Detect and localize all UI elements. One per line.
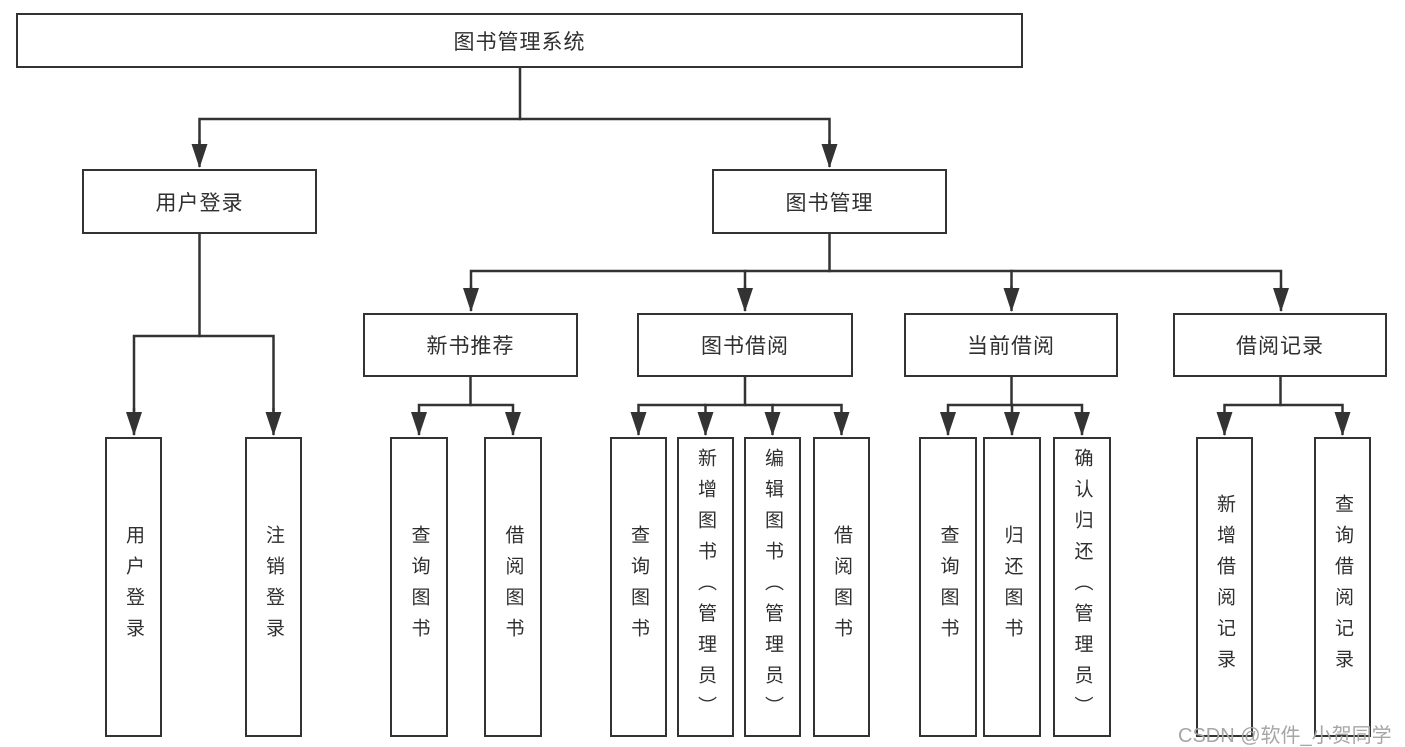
leaf-nbr-borrow-books-label: 借阅图书	[502, 525, 524, 649]
connector-current-borrow-to-leaves	[940, 375, 1090, 436]
connector-book-mgmt-to-level3	[463, 232, 1289, 312]
connector-borrow-record-to-leaves	[1216, 375, 1351, 436]
connector-book-borrow-to-leaves	[630, 375, 850, 436]
node-user-login: 用户登录	[82, 169, 317, 234]
leaf-cb-confirm-return-admin: 确认归还（管理员）	[1053, 437, 1111, 737]
leaf-bb-edit-books-admin-label: 编辑图书（管理员）	[762, 447, 783, 727]
leaf-user-login: 用户登录	[105, 437, 162, 737]
leaf-cb-confirm-return-admin-label: 确认归还（管理员）	[1071, 447, 1093, 727]
leaf-bb-query-books-label: 查询图书	[628, 525, 649, 649]
node-root: 图书管理系统	[16, 13, 1023, 68]
node-book-management: 图书管理	[712, 169, 947, 234]
node-book-borrowing-label: 图书借阅	[701, 335, 789, 358]
node-book-management-label: 图书管理	[785, 191, 874, 215]
leaf-nbr-borrow-books: 借阅图书	[484, 437, 542, 737]
leaf-bb-add-books-admin: 新增图书（管理员）	[677, 437, 734, 737]
leaf-bb-add-books-admin-label: 新增图书（管理员）	[695, 447, 716, 727]
node-book-borrowing: 图书借阅	[637, 313, 853, 377]
node-current-borrowing: 当前借阅	[904, 313, 1118, 377]
leaf-bb-edit-books-admin: 编辑图书（管理员）	[744, 437, 801, 737]
leaf-user-login-label: 用户登录	[123, 525, 144, 649]
connector-new-book-rec-to-leaves	[411, 375, 521, 436]
node-new-book-recommend: 新书推荐	[363, 313, 578, 377]
connector-user-login-to-leaves	[126, 232, 282, 436]
node-borrowing-records-label: 借阅记录	[1236, 335, 1324, 358]
leaf-cb-return-books-label: 归还图书	[1001, 525, 1023, 649]
leaf-nbr-query-books: 查询图书	[390, 437, 448, 737]
leaf-bb-borrow-books: 借阅图书	[813, 437, 870, 737]
leaf-br-add-record: 新增借阅记录	[1196, 437, 1253, 737]
leaf-cb-return-books: 归还图书	[983, 437, 1041, 737]
leaf-br-add-record-label: 新增借阅记录	[1214, 494, 1235, 680]
leaf-cb-query-books: 查询图书	[919, 437, 977, 737]
connector-root-to-level2	[191, 66, 838, 168]
node-root-label: 图书管理系统	[453, 30, 586, 54]
node-new-book-recommend-label: 新书推荐	[426, 335, 515, 358]
watermark: CSDN @软件_小贺同学	[1178, 725, 1392, 747]
leaf-cb-query-books-label: 查询图书	[937, 525, 959, 649]
node-current-borrowing-label: 当前借阅	[967, 335, 1055, 358]
leaf-bb-borrow-books-label: 借阅图书	[831, 525, 852, 649]
leaf-logout-label: 注销登录	[263, 525, 284, 649]
leaf-logout: 注销登录	[245, 437, 302, 737]
leaf-br-query-record-label: 查询借阅记录	[1332, 494, 1353, 680]
node-borrowing-records: 借阅记录	[1173, 313, 1387, 377]
leaf-nbr-query-books-label: 查询图书	[408, 525, 430, 649]
leaf-br-query-record: 查询借阅记录	[1314, 437, 1371, 737]
leaf-bb-query-books: 查询图书	[610, 437, 667, 737]
node-user-login-label: 用户登录	[155, 191, 244, 215]
